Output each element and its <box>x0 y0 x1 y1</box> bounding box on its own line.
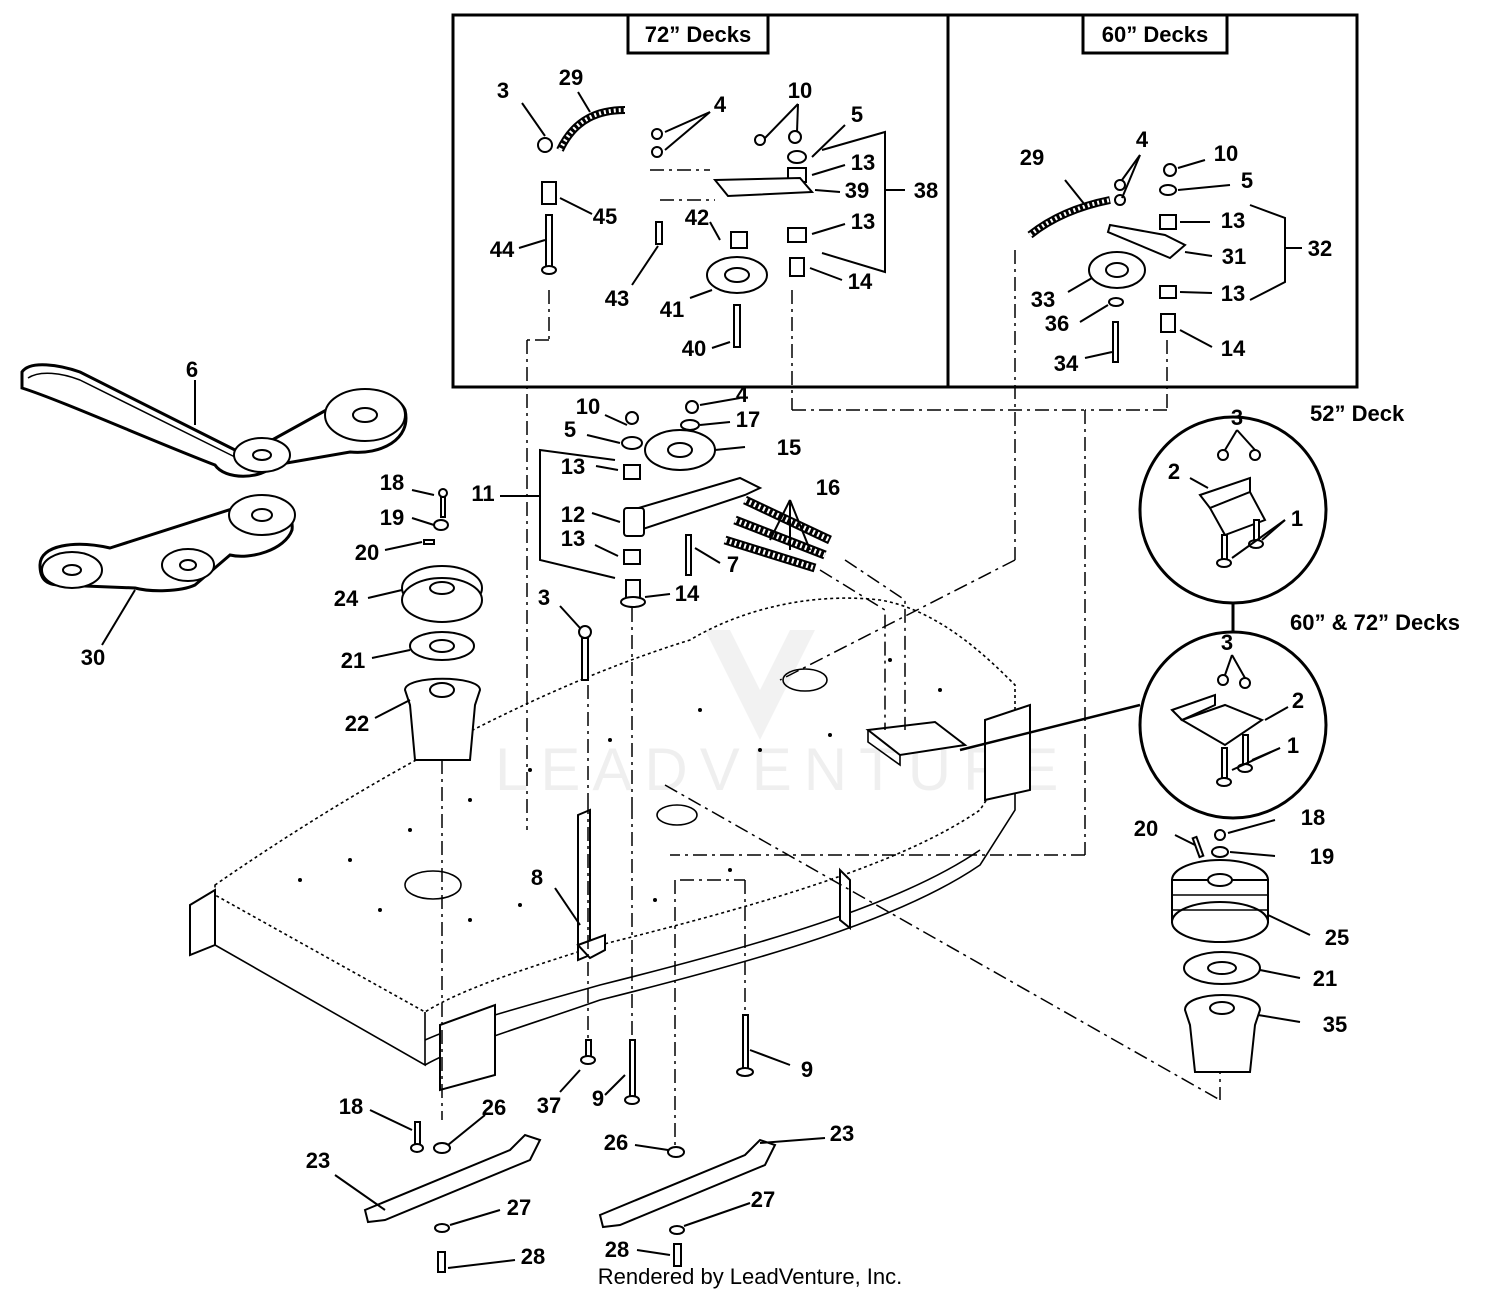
credit-text: Rendered by LeadVenture, Inc. <box>597 1264 903 1289</box>
label-72-39: 39 <box>845 178 869 203</box>
label-mid-11: 11 <box>471 481 494 506</box>
label-60-13b: 13 <box>1221 281 1245 306</box>
label-mid-3: 3 <box>538 585 550 610</box>
label-right-25: 25 <box>1325 925 1349 950</box>
label-mid-24: 24 <box>334 586 359 611</box>
label-mid-13a: 13 <box>561 454 585 479</box>
label-60-33: 33 <box>1031 287 1055 312</box>
detail-52-deck: 52” Deck 3 2 1 <box>1138 401 1405 632</box>
label-72-3: 3 <box>497 78 509 103</box>
label-mid-10: 10 <box>576 394 600 419</box>
label-lower-9b: 9 <box>592 1086 604 1111</box>
label-60-32: 32 <box>1308 236 1332 261</box>
label-lower-18: 18 <box>339 1094 363 1119</box>
label-right-18: 18 <box>1301 805 1325 830</box>
label-right-19: 19 <box>1310 844 1334 869</box>
watermark-text: LEADVENTURE <box>495 736 1070 803</box>
label-lower-27a: 27 <box>507 1195 531 1220</box>
label-52-2: 2 <box>1168 459 1180 484</box>
label-lower-9a: 9 <box>801 1057 813 1082</box>
label-mid-18: 18 <box>380 470 404 495</box>
label-lower-23b: 23 <box>830 1121 854 1146</box>
label-mid-16: 16 <box>816 475 840 500</box>
label-72-38: 38 <box>914 178 938 203</box>
label-right-21: 21 <box>1313 966 1337 991</box>
label-6072-1: 1 <box>1287 733 1299 758</box>
label-60-36: 36 <box>1045 311 1069 336</box>
title-72-decks: 72” Decks <box>645 22 751 47</box>
parts-72-deck: 3 29 4 10 5 13 39 38 42 13 45 44 43 41 1… <box>490 65 938 410</box>
label-lower-28b: 28 <box>605 1237 629 1262</box>
label-mid-7: 7 <box>727 552 739 577</box>
label-30: 30 <box>81 645 105 670</box>
label-72-4: 4 <box>714 92 727 117</box>
title-52-deck: 52” Deck <box>1310 401 1405 426</box>
label-mid-17: 17 <box>736 407 760 432</box>
label-mid-22: 22 <box>345 711 369 736</box>
label-72-13b: 13 <box>851 209 875 234</box>
label-60-31: 31 <box>1222 244 1246 269</box>
parts-60-deck: 29 4 10 5 13 31 32 33 13 36 34 14 <box>1014 127 1332 560</box>
label-72-43: 43 <box>605 286 629 311</box>
label-mid-19: 19 <box>380 505 404 530</box>
inset-box: 72” Decks 60” Decks <box>451 13 1359 389</box>
label-60-14: 14 <box>1221 336 1246 361</box>
label-72-13a: 13 <box>851 150 875 175</box>
label-52-1: 1 <box>1291 506 1303 531</box>
detail-60-72-deck: 60” & 72” Decks 3 2 1 <box>959 610 1460 820</box>
label-72-29: 29 <box>559 65 583 90</box>
label-lower-26a: 26 <box>482 1095 506 1120</box>
lower-parts: 9 37 9 18 26 23 26 23 27 27 28 28 <box>306 1014 854 1273</box>
label-mid-5: 5 <box>564 417 576 442</box>
label-mid-21: 21 <box>341 648 365 673</box>
label-right-35: 35 <box>1323 1012 1347 1037</box>
mower-deck <box>189 597 1031 1092</box>
label-6072-2: 2 <box>1292 688 1304 713</box>
title-60-decks: 60” Decks <box>1102 22 1208 47</box>
label-72-40: 40 <box>682 336 706 361</box>
label-60-4: 4 <box>1136 127 1149 152</box>
idler-assembly: 10 4 17 5 15 13 18 11 16 19 12 20 13 7 2… <box>334 340 1221 1150</box>
label-52-3: 3 <box>1231 405 1243 430</box>
label-72-44: 44 <box>490 237 515 262</box>
right-spindle: 20 18 19 25 21 35 <box>1134 805 1349 1073</box>
label-6072-3: 3 <box>1221 630 1233 655</box>
label-72-41: 41 <box>660 297 684 322</box>
label-60-29: 29 <box>1020 145 1044 170</box>
label-lower-23a: 23 <box>306 1148 330 1173</box>
label-mid-14: 14 <box>675 581 700 606</box>
label-60-34: 34 <box>1054 351 1079 376</box>
label-mid-8: 8 <box>531 865 543 890</box>
label-72-45: 45 <box>593 204 617 229</box>
label-mid-20: 20 <box>355 540 379 565</box>
label-mid-4: 4 <box>736 382 749 407</box>
label-lower-27b: 27 <box>751 1187 775 1212</box>
label-72-5: 5 <box>851 102 863 127</box>
label-lower-37: 37 <box>537 1093 561 1118</box>
watermark: LEADVENTURE <box>495 630 1070 803</box>
label-72-14: 14 <box>848 269 873 294</box>
label-72-10: 10 <box>788 78 812 103</box>
label-lower-28a: 28 <box>521 1244 545 1269</box>
label-60-10: 10 <box>1214 141 1238 166</box>
label-60-5: 5 <box>1241 168 1253 193</box>
label-mid-13b: 13 <box>561 526 585 551</box>
label-6: 6 <box>186 357 198 382</box>
title-60-72-decks: 60” & 72” Decks <box>1290 610 1460 635</box>
label-lower-26b: 26 <box>604 1130 628 1155</box>
label-mid-15: 15 <box>777 435 801 460</box>
label-60-13a: 13 <box>1221 208 1245 233</box>
label-right-20: 20 <box>1134 816 1158 841</box>
belt-assembly: 6 30 <box>20 357 408 670</box>
label-mid-12: 12 <box>561 502 585 527</box>
label-72-42: 42 <box>685 205 709 230</box>
